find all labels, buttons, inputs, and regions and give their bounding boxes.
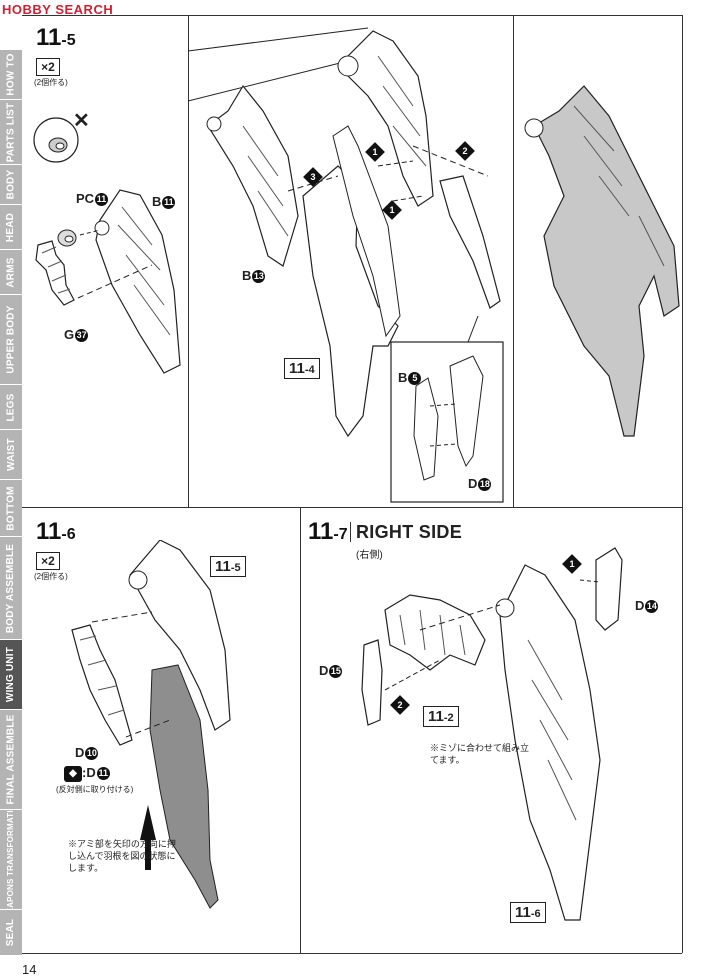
watermark: HOBBY SEARCH bbox=[2, 2, 114, 17]
order-marker-3: 3 bbox=[303, 167, 323, 187]
tab-body-assemble[interactable]: BODY ASSEMBLE bbox=[0, 537, 22, 640]
ref-11-4: 11-4 bbox=[284, 358, 320, 379]
mirror-icon: ◆ bbox=[64, 765, 82, 782]
step-11-7-drawing bbox=[361, 547, 623, 921]
ref-11-6: 11-6 bbox=[510, 902, 546, 923]
right-rule bbox=[682, 15, 683, 953]
right-side-title: RIGHT SIDE bbox=[356, 522, 463, 542]
order-marker-2: 2 bbox=[455, 141, 475, 161]
multiplier-badge: ×2 bbox=[36, 58, 60, 76]
order-marker-1a: 1 bbox=[365, 142, 385, 162]
multiplier-badge-2: ×2 bbox=[36, 552, 60, 570]
top-rule bbox=[22, 15, 682, 16]
tab-body[interactable]: BODY bbox=[0, 165, 22, 205]
step-11-5-title: 11-5 bbox=[36, 24, 76, 51]
tab-bottom[interactable]: BOTTOM bbox=[0, 480, 22, 537]
page-number: 14 bbox=[22, 962, 37, 977]
tab-wing-unit[interactable]: WING UNIT bbox=[0, 640, 22, 710]
step-11-5-result-drawing bbox=[524, 85, 680, 437]
tab-legs[interactable]: LEGS bbox=[0, 385, 22, 430]
step-11-7-title: 11-7 bbox=[308, 518, 348, 545]
mid-rule bbox=[22, 507, 682, 508]
divider-11-5 bbox=[188, 15, 189, 507]
tab-upper-body[interactable]: UPPER BODY bbox=[0, 295, 22, 385]
step-11-6-title: 11-6 bbox=[36, 518, 76, 545]
title-separator bbox=[350, 522, 351, 542]
divider-11-6 bbox=[300, 507, 301, 953]
tab-arms[interactable]: ARMS bbox=[0, 250, 22, 295]
cross-mark-icon: ✕ bbox=[73, 110, 90, 132]
tab-weapons[interactable]: WEAPONS TRANSFORMATION bbox=[0, 810, 22, 910]
side-tab-bar: SEAL WEAPONS TRANSFORMATION FINAL ASSEMB… bbox=[0, 50, 22, 956]
multiplier-note: (2個作る) bbox=[34, 78, 68, 87]
step-11-6-note: ※アミ部を矢印の方向に押し込んで羽根を図の状態にします。 bbox=[68, 839, 176, 873]
tab-parts-list[interactable]: PARTS LIST bbox=[0, 100, 22, 165]
divider-result bbox=[513, 15, 514, 507]
step-11-5-left-drawing bbox=[33, 117, 181, 374]
order-marker-11-7-2: 2 bbox=[390, 695, 410, 715]
tab-how-to[interactable]: HOW TO bbox=[0, 50, 22, 100]
order-marker-11-7-1: 1 bbox=[562, 554, 582, 574]
multiplier-note-2: (2個作る) bbox=[34, 572, 68, 581]
ref-11-5: 11-5 bbox=[210, 556, 246, 577]
tab-waist[interactable]: WAIST bbox=[0, 430, 22, 480]
tab-final-assemble[interactable]: FINAL ASSEMBLE bbox=[0, 710, 22, 810]
step-11-7-note: ※ミゾに合わせて組み立てます。 bbox=[430, 743, 530, 765]
bottom-rule bbox=[22, 953, 682, 954]
tab-head[interactable]: HEAD bbox=[0, 205, 22, 250]
step-11-6-drawing bbox=[71, 540, 231, 909]
tab-seal[interactable]: SEAL bbox=[0, 910, 22, 956]
ref-11-2: 11-2 bbox=[423, 706, 459, 727]
step-11-5-exploded-drawing bbox=[188, 27, 504, 503]
right-side-subtitle: (右側) bbox=[356, 550, 383, 561]
order-marker-1b: 1 bbox=[382, 200, 402, 220]
mirror-note: (反対側に取り付ける) bbox=[56, 785, 134, 794]
